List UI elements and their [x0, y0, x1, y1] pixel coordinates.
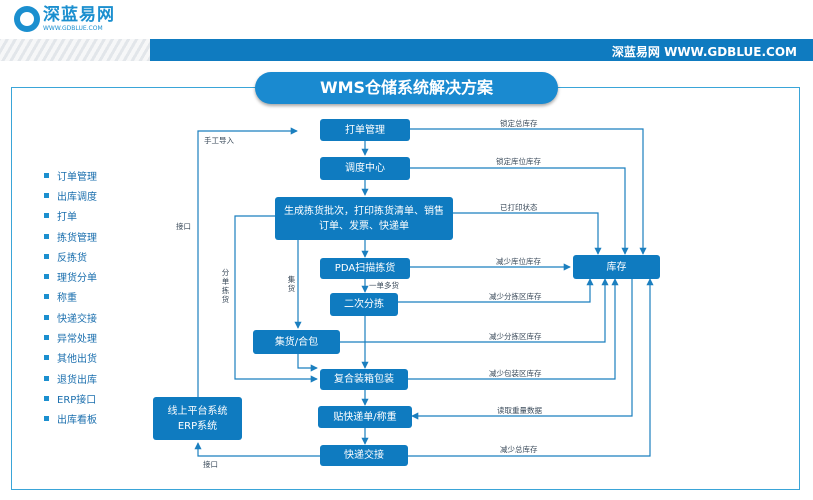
list-item: 异常处理 [44, 327, 97, 347]
arrow-reduce-pack [408, 278, 619, 380]
bullet-icon [44, 294, 49, 300]
node-online-erp: 线上平台系统 ERP系统 [153, 397, 242, 440]
label-sort-pick: 分单拣货 [221, 268, 230, 304]
logo: 深蓝易网 WWW.GDBLUE.COM [14, 6, 115, 33]
list-item: 称重 [44, 287, 97, 307]
label-reduce-sort-area-1: 减少分拣区库存 [489, 292, 542, 301]
label-reduce-location: 减少库位库存 [496, 257, 541, 266]
node-second-sort: 二次分拣 [330, 293, 398, 316]
logo-url: WWW.GDBLUE.COM [43, 25, 103, 32]
bullet-icon [44, 395, 49, 401]
list-item: 订单管理 [44, 165, 97, 185]
list-item: ERP接口 [44, 388, 97, 408]
label-multi-goods: 一单多货 [369, 281, 399, 290]
arrow-handover-to-online [194, 442, 320, 457]
label-lock-location: 锁定库位库存 [496, 157, 541, 166]
bullet-icon [44, 314, 49, 320]
label-interface-bottom: 接口 [203, 460, 218, 469]
list-item: 其他出货 [44, 348, 97, 368]
bullet-icon [44, 375, 49, 381]
feature-list: 订单管理 出库调度 打单 拣货管理 反拣货 理货分单 称重 快递交接 异常处理 … [44, 165, 97, 429]
list-item: 反拣货 [44, 246, 97, 266]
arrow-online-to-print [197, 127, 298, 397]
bullet-icon [44, 192, 49, 198]
node-handover: 快递交接 [320, 445, 408, 466]
label-printed-status: 已打印状态 [500, 203, 538, 212]
list-item: 拣货管理 [44, 226, 97, 246]
label-reduce-total: 减少总库存 [500, 445, 538, 454]
node-label-weigh: 贴快递单/称重 [318, 406, 412, 428]
arrow-reduce-sort-1 [398, 278, 594, 303]
arrow-printed-status [453, 212, 602, 255]
node-print-management: 打单管理 [320, 119, 410, 141]
label-lock-total: 锁定总库存 [500, 119, 538, 128]
label-read-weight: 读取重量数据 [497, 406, 542, 415]
list-item: 出库调度 [44, 185, 97, 205]
banner-stripes [0, 39, 150, 61]
label-reduce-pack-area: 减少包装区库存 [489, 369, 542, 378]
list-item: 打单 [44, 206, 97, 226]
banner-brand: 深蓝易网 WWW.GDBLUE.COM [611, 45, 797, 59]
bullet-icon [44, 355, 49, 361]
node-collect-pack: 集货/合包 [253, 330, 340, 354]
bullet-icon [44, 274, 49, 280]
node-dispatch-center: 调度中心 [320, 157, 410, 180]
label-collect-goods: 集货 [287, 275, 296, 293]
header-banner [150, 39, 813, 61]
label-interface-top: 接口 [176, 222, 191, 231]
arrow-batch-sort-pick [234, 215, 318, 383]
arrow-lock-location [410, 167, 629, 255]
arrow-reduce-total [408, 278, 654, 457]
bullet-icon [44, 335, 49, 341]
page-title: WMS仓储系统解决方案 [255, 72, 558, 104]
list-item: 快递交接 [44, 307, 97, 327]
list-item: 理货分单 [44, 266, 97, 286]
arrow-collect-to-pack [297, 354, 318, 372]
label-manual-import: 手工导入 [204, 136, 234, 145]
logo-icon [14, 6, 40, 32]
label-reduce-sort-area-2: 减少分拣区库存 [489, 332, 542, 341]
bullet-icon [44, 172, 49, 178]
node-pda-scan: PDA扫描拣货 [320, 258, 410, 279]
arrow-lock-total [410, 128, 647, 255]
node-inventory: 库存 [573, 255, 660, 279]
bullet-icon [44, 253, 49, 259]
arrow-read-weight [411, 279, 633, 420]
node-pick-batch: 生成拣货批次，打印拣货清单、销售订单、发票、快递单 [275, 197, 453, 240]
bullet-icon [44, 213, 49, 219]
node-review-pack: 复合装箱包装 [320, 369, 408, 390]
list-item: 出库看板 [44, 409, 97, 429]
bullet-icon [44, 233, 49, 239]
logo-name: 深蓝易网 [43, 5, 115, 25]
list-item: 退货出库 [44, 368, 97, 388]
bullet-icon [44, 416, 49, 422]
arrow-reduce-sort-2 [340, 278, 609, 343]
